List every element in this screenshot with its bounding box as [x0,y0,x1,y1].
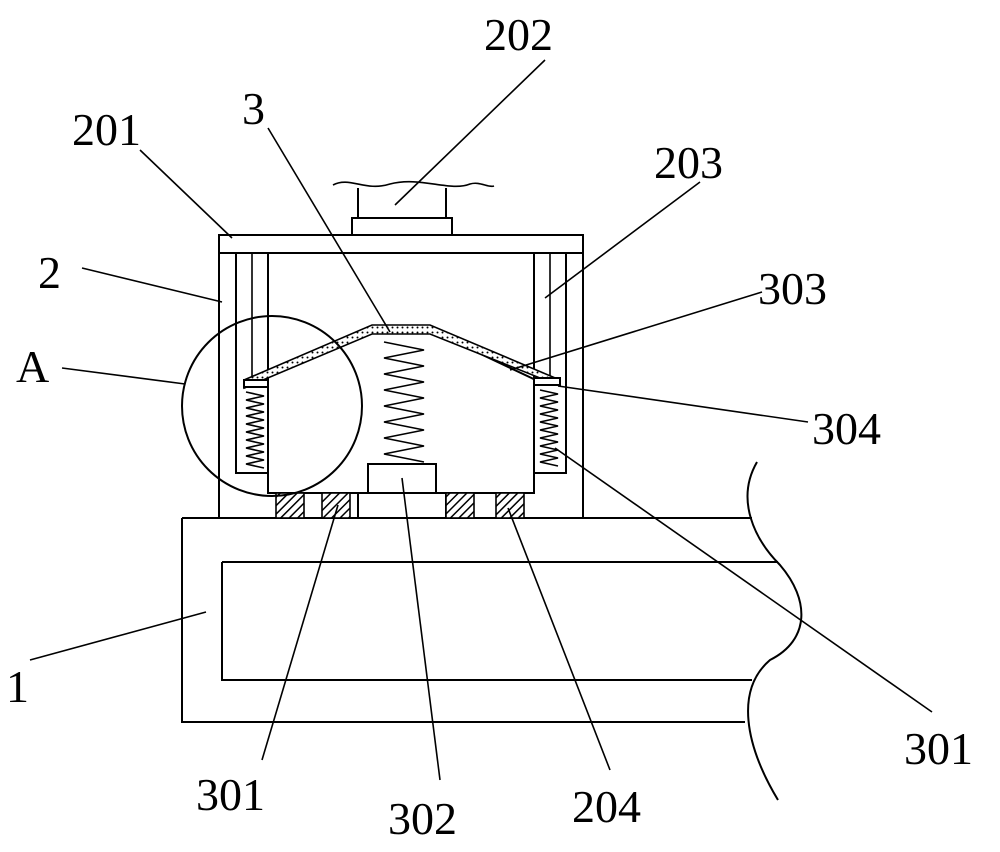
base-plate-1 [181,461,803,801]
label-202: 202 [484,9,553,60]
center-block-302 [357,463,447,519]
label-a: A [16,341,49,392]
side-spring-right [539,389,559,467]
label-204: 204 [572,781,641,832]
hatched-blocks [275,492,525,519]
label-302: 302 [388,793,457,844]
label-303: 303 [758,263,827,314]
label-2: 2 [38,247,61,298]
label-203: 203 [654,137,723,188]
top-connector-202 [332,180,495,236]
center-spring [383,341,425,463]
label-3: 3 [242,83,265,134]
leader-lines [29,59,933,781]
side-spring-left [245,391,265,469]
label-301-right: 301 [904,723,973,774]
label-201: 201 [72,104,141,155]
label-304: 304 [812,403,881,454]
detail-circle-a [181,315,363,497]
label-301-bottom: 301 [196,769,265,820]
label-1: 1 [6,661,29,712]
housing-2 [218,234,584,518]
